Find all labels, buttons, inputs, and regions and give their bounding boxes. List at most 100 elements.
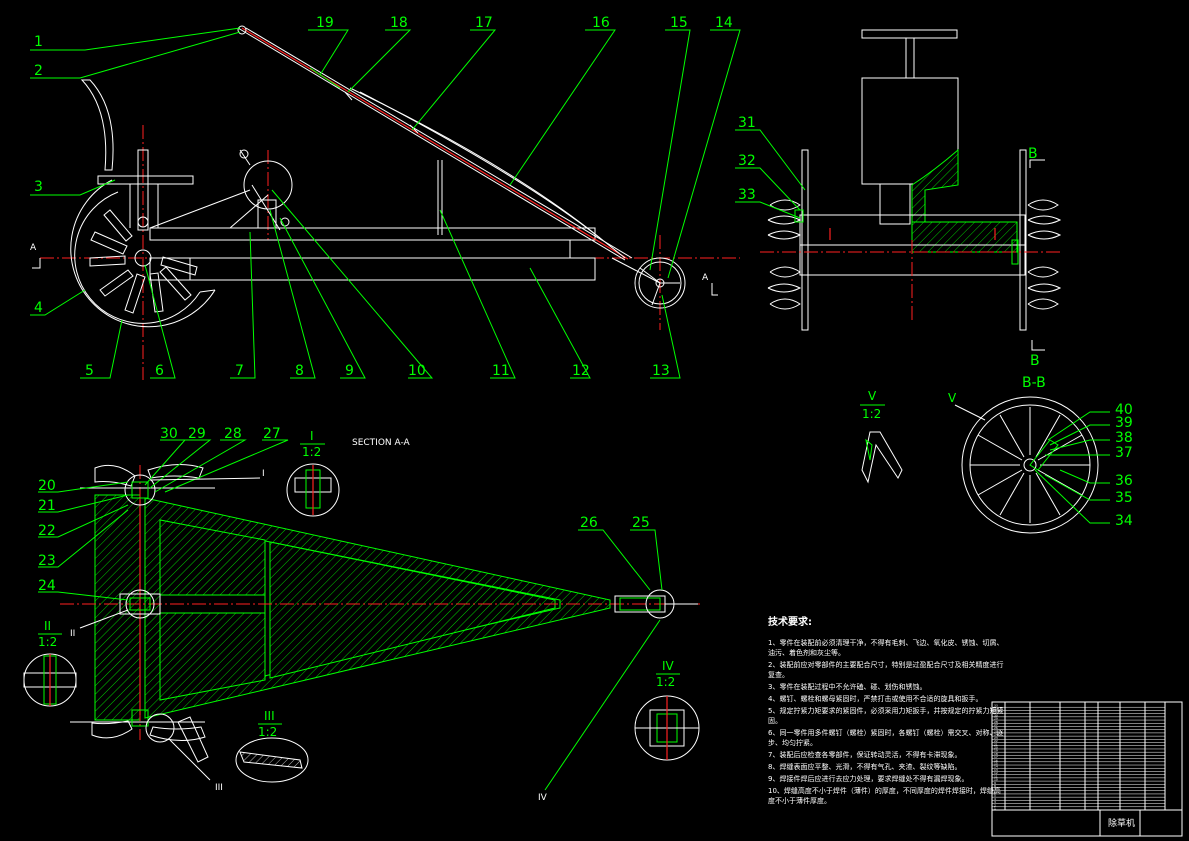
detail-v: V 1:2 <box>860 389 903 484</box>
detail-iv-label: IV <box>662 659 675 673</box>
detail-v-scale: 1:2 <box>862 407 881 421</box>
detail-i: I 1:2 <box>286 429 340 517</box>
balloon-10: 10 <box>408 363 426 379</box>
tech-req-line: 3、零件在装配过程中不允许磕、碰、划伤和锈蚀。 <box>768 682 926 691</box>
tech-req-lines: 1、零件在装配前必须清理干净，不得有毛刺、飞边、氧化皮、锈蚀、切屑、油污、着色剂… <box>768 638 1003 805</box>
balloon-23: 23 <box>38 553 56 569</box>
title-block-row-number: 5 <box>994 794 996 798</box>
balloon-29: 29 <box>188 426 206 442</box>
balloon-14: 14 <box>715 15 733 31</box>
title-block-row-number: 7 <box>994 787 996 791</box>
balloon-8: 8 <box>295 363 304 379</box>
title-block-row-number: 8 <box>994 784 996 788</box>
detail-ii-label: II <box>44 619 51 633</box>
balloon-38: 38 <box>1115 430 1133 446</box>
title-block-row-number: 18 <box>994 752 998 756</box>
balloon-32: 32 <box>738 153 756 169</box>
plan-mark-iii: III <box>215 783 223 793</box>
detail-iii: III 1:2 <box>235 709 309 783</box>
balloon-5: 5 <box>85 363 94 379</box>
balloon-31: 31 <box>738 115 756 131</box>
title-block-row-number: 21 <box>994 742 998 746</box>
section-mark-a-right: A <box>702 273 709 283</box>
title-block-row-number: 12 <box>994 771 998 775</box>
detail-ii: II 1:2 <box>23 619 77 707</box>
tech-req-title: 技术要求: <box>768 615 812 628</box>
bb-wheel-spokes <box>970 407 1090 523</box>
tech-req-line: 8、焊缝表面应平整、光滑，不得有气孔、夹渣、裂纹等缺陷。 <box>768 762 961 771</box>
bb-view-mark: V <box>948 391 957 405</box>
title-block-row-number: 16 <box>994 758 998 762</box>
tech-req-line: 7、装配后应检查各零部件，保证转动灵活，不得有卡滞现象。 <box>768 750 961 759</box>
balloon-1: 1 <box>34 34 43 50</box>
balloon-3: 3 <box>34 179 43 195</box>
tech-requirements: 技术要求: 1、零件在装配前必须清理干净，不得有毛刺、飞边、氧化皮、锈蚀、切屑、… <box>768 615 1003 805</box>
balloon-6: 6 <box>155 363 164 379</box>
title-block-row-number: 31 <box>994 710 998 714</box>
title-block-row-number: 9 <box>994 781 996 785</box>
plan-mark-iv: IV <box>538 793 548 803</box>
detail-i-scale: 1:2 <box>302 445 321 459</box>
section-bb-title: B-B <box>1022 375 1046 391</box>
balloon-35: 35 <box>1115 490 1133 506</box>
detail-iv-scale: 1:2 <box>656 675 675 689</box>
balloon-17: 17 <box>475 15 493 31</box>
title-block-rows: 3332313029282726252423222120191817161514… <box>992 704 1165 811</box>
balloon-40: 40 <box>1115 402 1133 418</box>
tech-req-line: 固。 <box>768 717 782 725</box>
balloon-26: 26 <box>580 515 598 531</box>
tech-req-line: 步、均匀拧紧。 <box>768 738 817 747</box>
plan-mark-ii: II <box>70 629 75 639</box>
rear-wheel <box>89 209 198 314</box>
title-block-row-number: 33 <box>994 704 998 708</box>
balloon-27: 27 <box>263 426 281 442</box>
title-block-row-number: 29 <box>994 717 998 721</box>
detail-iv: IV 1:2 <box>634 659 700 761</box>
tech-req-line: 1、零件在装配前必须清理干净，不得有毛刺、飞边、氧化皮、锈蚀、切屑、 <box>768 638 1003 647</box>
detail-v-label: V <box>868 389 877 403</box>
plan-view-title: SECTION A-A <box>352 438 411 448</box>
title-block-row-number: 25 <box>994 729 998 733</box>
title-block-row-number: 24 <box>994 733 998 737</box>
balloon-18: 18 <box>390 15 408 31</box>
detail-ii-scale: 1:2 <box>38 635 57 649</box>
title-block-row-number: 32 <box>994 707 998 711</box>
section-mark-a-left: A <box>30 243 37 253</box>
balloon-30: 30 <box>160 426 178 442</box>
balloon-9: 9 <box>345 363 354 379</box>
balloon-11: 11 <box>492 363 510 379</box>
title-block-row-number: 1 <box>994 807 996 811</box>
title-block-row-number: 17 <box>994 755 998 759</box>
tech-req-line: 5、规定拧紧力矩要求的紧固件，必须采用力矩扳手，并按规定的拧紧力矩紧 <box>768 706 1003 715</box>
drawing-name: 除草机 <box>1108 817 1135 829</box>
balloon-16: 16 <box>592 15 610 31</box>
title-block-row-number: 3 <box>994 800 996 804</box>
balloon-34: 34 <box>1115 513 1133 529</box>
balloon-15: 15 <box>670 15 688 31</box>
title-block-row-number: 2 <box>994 803 996 807</box>
plan-mark-i: I <box>262 469 265 479</box>
balloon-2: 2 <box>34 63 43 79</box>
balloon-24: 24 <box>38 578 56 594</box>
tech-req-line: 9、焊接件焊后应进行去应力处理，要求焊缝处不得有漏焊现象。 <box>768 774 968 783</box>
section-b-top: B <box>1028 146 1038 162</box>
balloon-33: 33 <box>738 187 756 203</box>
balloon-13: 13 <box>652 363 670 379</box>
title-block-row-number: 23 <box>994 736 998 740</box>
section-bb: B-B V 40 39 38 37 36 <box>948 375 1133 534</box>
tech-req-line: 度不小于薄件厚度。 <box>768 796 831 805</box>
detail-iii-scale: 1:2 <box>258 725 277 739</box>
balloon-36: 36 <box>1115 473 1133 489</box>
title-block-row-number: 22 <box>994 739 998 743</box>
title-block-row-number: 15 <box>994 762 998 766</box>
tech-req-line: 10、焊缝高度不小于焊件（薄件）的厚度，不同厚度的焊件焊接时，焊缝高 <box>768 786 1001 795</box>
balloon-21: 21 <box>38 498 56 514</box>
end-view: B B 31 32 33 <box>735 29 1062 369</box>
title-block-row-number: 26 <box>994 726 998 730</box>
balloon-37: 37 <box>1115 445 1133 461</box>
title-block-row-number: 27 <box>994 723 998 727</box>
title-block-row-number: 19 <box>994 749 998 753</box>
section-b-bottom: B <box>1030 353 1040 369</box>
balloon-22: 22 <box>38 523 56 539</box>
balloon-28: 28 <box>224 426 242 442</box>
